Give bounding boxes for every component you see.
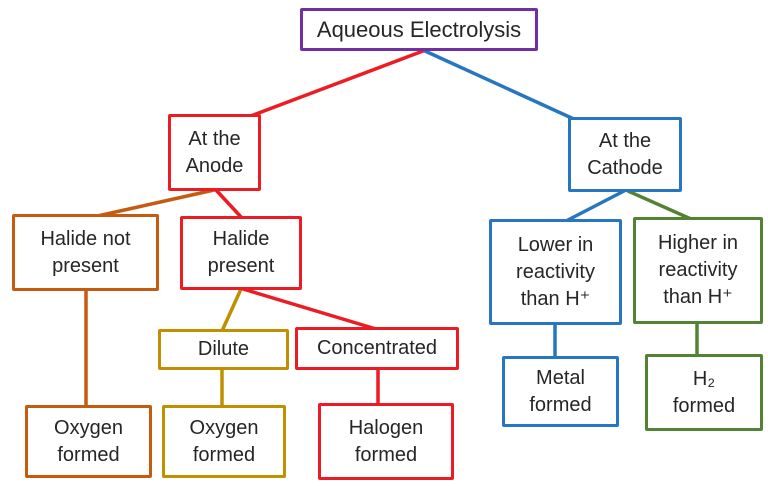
node-label: Concentrated bbox=[316, 337, 438, 359]
node-label: Oxygen formed bbox=[54, 416, 123, 466]
node-metal-formed: Metal formed bbox=[502, 356, 619, 427]
node-label: Aqueous Electrolysis bbox=[316, 16, 522, 42]
node-label: Halogen formed bbox=[348, 416, 424, 466]
node-label: Metal formed bbox=[529, 366, 592, 416]
node-oxygen-formed-dilute: Oxygen formed bbox=[162, 405, 286, 478]
edge-anode-halide-present bbox=[214, 188, 244, 220]
node-label: Oxygen formed bbox=[189, 416, 259, 466]
edge-cathode-higher-reactivity bbox=[626, 189, 693, 221]
node-at-the-cathode: At the Cathode bbox=[568, 117, 682, 192]
node-lower-in-reactivity: Lower in reactivity than H⁺ bbox=[489, 219, 622, 325]
edge-anode-halide-not-present bbox=[91, 188, 216, 219]
edge-root-anode bbox=[246, 49, 425, 119]
node-halide-not-present: Halide not present bbox=[12, 214, 159, 291]
node-h2-formed: H₂ formed bbox=[645, 354, 763, 431]
node-aqueous-electrolysis: Aqueous Electrolysis bbox=[300, 8, 538, 51]
node-higher-in-reactivity: Higher in reactivity than H⁺ bbox=[633, 217, 763, 324]
node-label: Higher in reactivity than H⁺ bbox=[657, 232, 739, 308]
node-halogen-formed: Halogen formed bbox=[318, 403, 454, 480]
node-at-the-anode: At the Anode bbox=[168, 114, 261, 191]
node-label: H₂ formed bbox=[672, 367, 736, 417]
node-label: Lower in reactivity than H⁺ bbox=[516, 233, 595, 310]
node-label: Dilute bbox=[197, 338, 250, 360]
edge-halide-present-concentrated bbox=[241, 287, 378, 331]
edge-cathode-lower-reactivity bbox=[564, 189, 626, 223]
node-dilute: Dilute bbox=[158, 329, 289, 370]
node-label: At the Cathode bbox=[587, 129, 663, 179]
node-label: Halide present bbox=[207, 228, 275, 277]
node-label: Halide not present bbox=[40, 227, 131, 277]
edge-root-cathode bbox=[423, 49, 578, 122]
node-label: At the Anode bbox=[185, 127, 244, 177]
node-oxygen-formed-halide-not-present: Oxygen formed bbox=[25, 405, 152, 478]
node-halide-present: Halide present bbox=[180, 216, 302, 290]
node-concentrated: Concentrated bbox=[295, 327, 459, 370]
edge-halide-present-dilute bbox=[220, 287, 243, 333]
